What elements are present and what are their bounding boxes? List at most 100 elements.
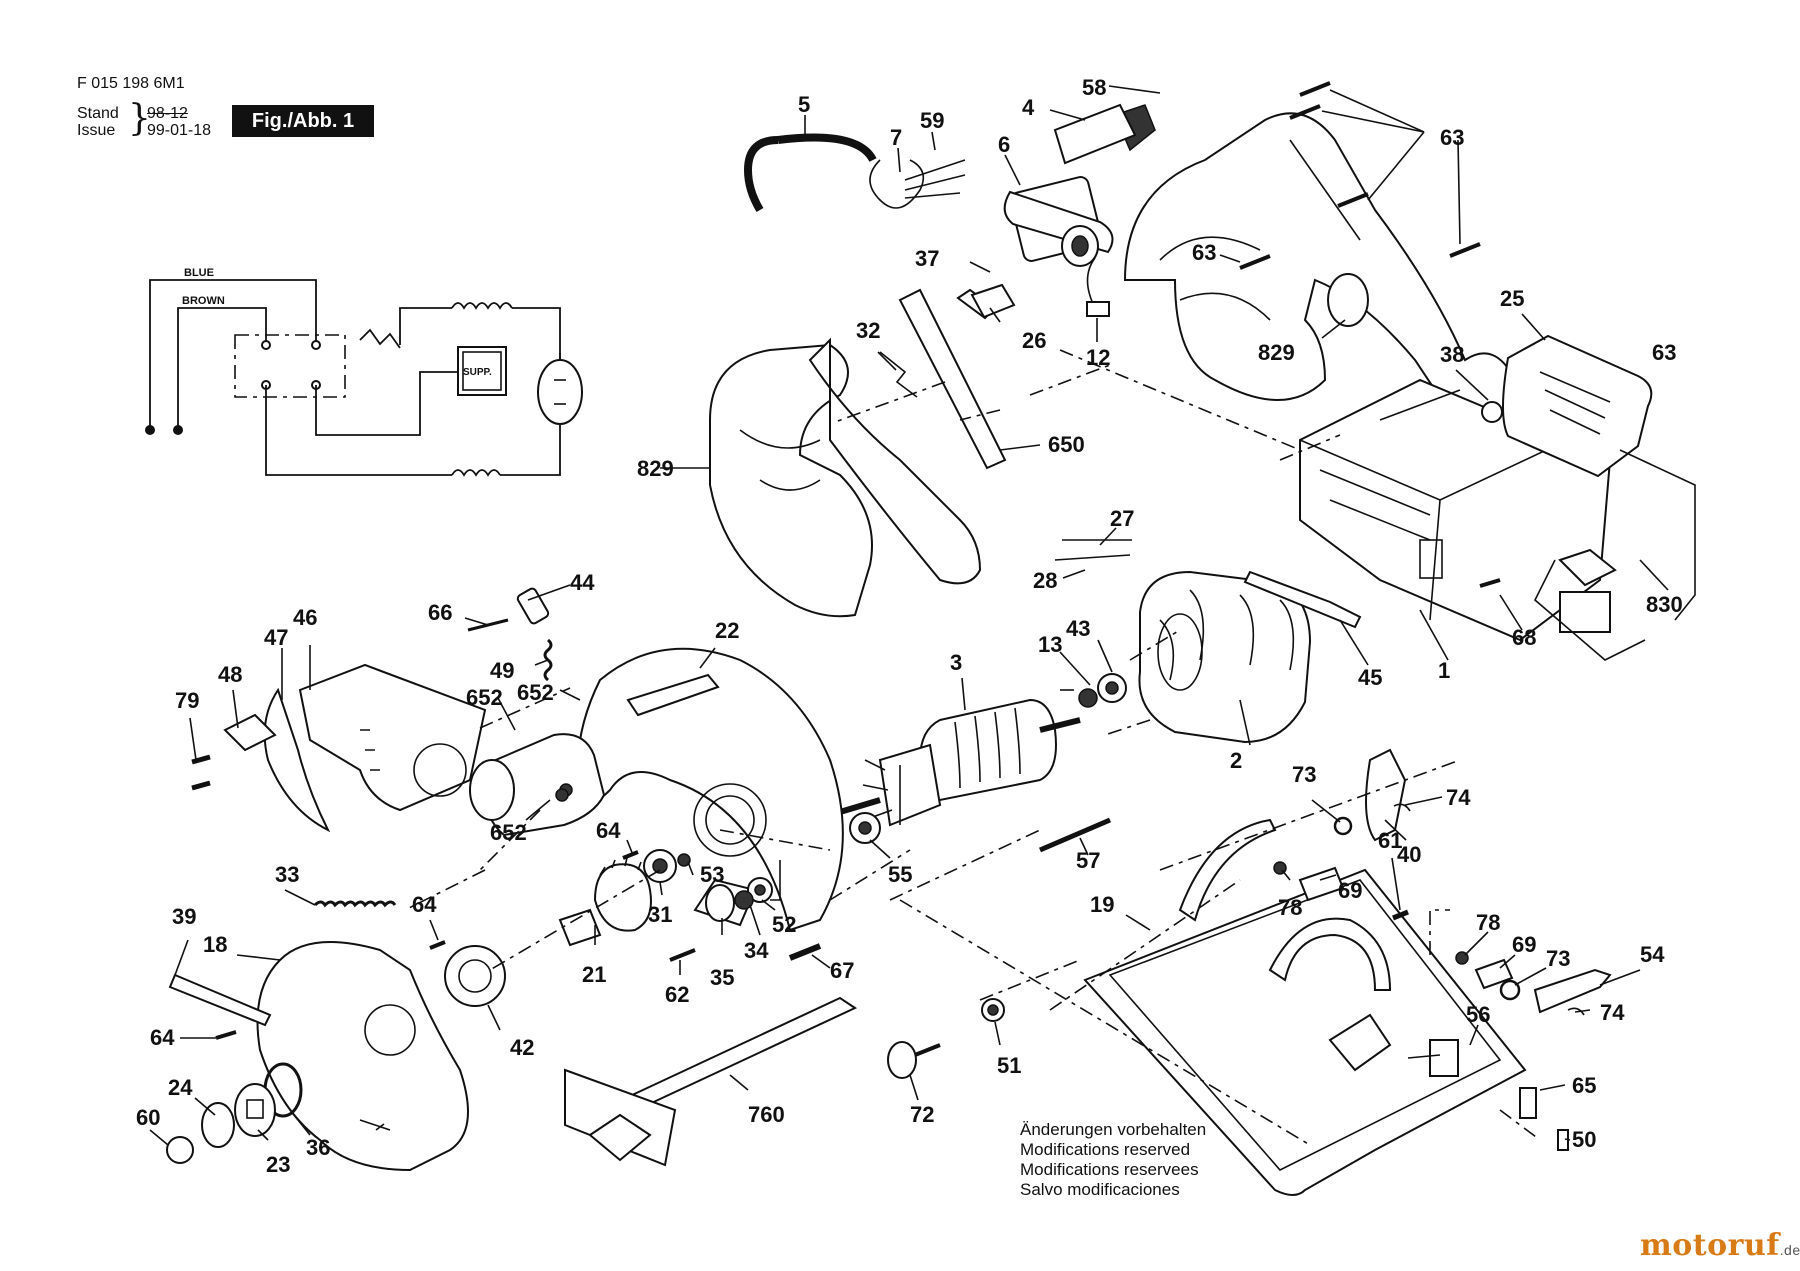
clip-74b-part: [1567, 1007, 1585, 1016]
bolt-60-part: [166, 1136, 194, 1164]
callout-54: 54: [1640, 942, 1665, 967]
callout-33: 33: [275, 862, 299, 887]
washer-24-part: [201, 1102, 235, 1148]
callout-12: 12: [1086, 345, 1110, 370]
callout-652-bottom: 652: [490, 820, 527, 845]
spring-33-part: [313, 900, 397, 908]
knob-72-part: [887, 1041, 941, 1079]
screw-62-part: [669, 948, 696, 962]
callout-22: 22: [715, 618, 739, 643]
callout-7: 7: [890, 125, 902, 150]
handle-bracket-650-part: [898, 288, 1007, 470]
trigger-lock-part: [1053, 103, 1137, 165]
callout-40: 40: [1397, 842, 1421, 867]
issue-date: 99-01-18: [147, 122, 212, 139]
callout-78-upper: 78: [1278, 895, 1302, 920]
callout-61: 61: [1378, 828, 1402, 853]
screw-50-part: [1557, 1129, 1569, 1151]
watermark-suffix: .de: [1779, 1242, 1800, 1258]
cover-25-part: [1502, 334, 1653, 478]
callout-28: 28: [1033, 568, 1057, 593]
watermark-logo: motoruf.de: [1640, 1228, 1800, 1263]
front-handle-part: [709, 337, 982, 618]
cord-guard-part: [743, 136, 779, 213]
callout-50: 50: [1572, 1127, 1596, 1152]
terminal-brown: [173, 425, 183, 435]
bearing-43-part: [1097, 673, 1127, 703]
lower-guard-18-part: [256, 941, 469, 1172]
callout-42: 42: [510, 1035, 534, 1060]
base-plate-19-part: [1083, 818, 1527, 1196]
field-coil-top-icon: [451, 302, 513, 310]
callout-numbers: 58 4 5 7 59 6 63 63 63 37 26 12 829 829 …: [136, 75, 1683, 1177]
callout-18: 18: [203, 932, 227, 957]
callout-56: 56: [1466, 1002, 1490, 1027]
bearing-55-part: [849, 812, 881, 844]
figure-badge: Fig./Abb. 1: [232, 105, 374, 137]
screw-64c-part: [215, 1030, 237, 1040]
callout-37: 37: [915, 246, 939, 271]
watermark-text: motoruf: [1640, 1228, 1780, 1263]
blade-guard-lever-46-part: [298, 663, 487, 812]
issue-label: Issue: [77, 122, 116, 139]
brown-wire: [177, 307, 267, 430]
washer-38-part: [1481, 401, 1503, 423]
cord-clamp-part: [869, 159, 966, 209]
callout-63-top: 63: [1440, 125, 1464, 150]
callout-64-a: 64: [596, 818, 621, 843]
callout-74-upper: 74: [1446, 785, 1471, 810]
callout-3: 3: [950, 650, 962, 675]
washer-51-part: [981, 998, 1005, 1022]
screw-61-part: [1392, 909, 1409, 921]
callout-74-lower: 74: [1600, 1000, 1625, 1025]
callout-650: 650: [1048, 432, 1085, 457]
stand-date: 98-12: [147, 105, 188, 122]
callout-35: 35: [710, 965, 734, 990]
callout-36: 36: [306, 1135, 330, 1160]
callout-23: 23: [266, 1152, 290, 1177]
callout-13: 13: [1038, 632, 1062, 657]
callout-19: 19: [1090, 892, 1114, 917]
callout-5: 5: [798, 92, 810, 117]
modifications-line-de: Änderungen vorbehalten: [1020, 1120, 1207, 1139]
field-coil-bottom-icon: [451, 469, 501, 477]
screw-64b-part: [429, 940, 446, 950]
callout-39: 39: [172, 904, 196, 929]
sleeve-part: [1003, 190, 1114, 267]
modifications-line-fr: Modifications reservees: [1020, 1160, 1199, 1179]
callout-67: 67: [830, 958, 854, 983]
callout-69-lower: 69: [1512, 932, 1536, 957]
callout-78-lower: 78: [1476, 910, 1500, 935]
screw-64a-part: [622, 850, 639, 860]
document-number: F 015 198 6M1: [77, 75, 185, 92]
brace-icon: }: [128, 98, 151, 139]
blue-wire: [149, 279, 317, 430]
lever-39-part: [168, 973, 272, 1027]
callout-44: 44: [570, 570, 595, 595]
spring-32-part: [879, 351, 918, 398]
modifications-line-en: Modifications reserved: [1020, 1140, 1191, 1159]
callout-4: 4: [1022, 95, 1035, 120]
screw-652-part: [555, 788, 569, 802]
callout-63-mid: 63: [1192, 240, 1216, 265]
suppressor-box: [457, 346, 507, 396]
callout-24: 24: [168, 1075, 193, 1100]
bolt-57-part: [1039, 817, 1111, 853]
clip-74a-part: [1393, 803, 1411, 812]
callout-26: 26: [1022, 328, 1046, 353]
callout-52: 52: [772, 912, 796, 937]
callout-829-left: 829: [637, 456, 674, 481]
nut-52-part: [747, 877, 773, 903]
callout-652-left: 652: [466, 685, 503, 710]
callout-6: 6: [998, 132, 1010, 157]
motor-symbol-icon: [537, 359, 583, 425]
suppressor-label: SUPP.: [463, 367, 492, 378]
switch-box: [234, 334, 346, 398]
callout-62: 62: [665, 982, 689, 1007]
leader-lines: [149, 85, 1669, 1146]
switch-module-830-part: [1558, 548, 1617, 633]
callout-27: 27: [1110, 506, 1134, 531]
modifications-line-es: Salvo modificaciones: [1020, 1180, 1180, 1199]
